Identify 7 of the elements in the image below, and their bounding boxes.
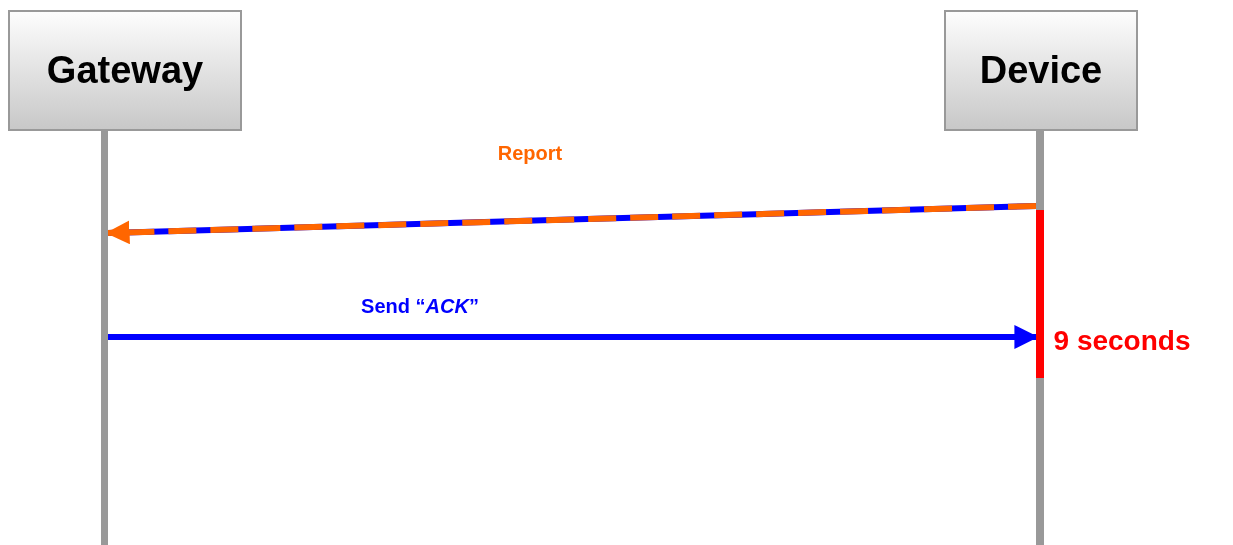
lifeline-header-box xyxy=(8,10,242,131)
lifeline-title: Gateway xyxy=(46,49,204,92)
lifeline xyxy=(1036,131,1044,545)
activation-bar xyxy=(1036,210,1044,378)
lifeline xyxy=(101,131,108,545)
lifeline-title: Device xyxy=(979,49,1103,92)
lifeline-header-box xyxy=(944,10,1138,131)
